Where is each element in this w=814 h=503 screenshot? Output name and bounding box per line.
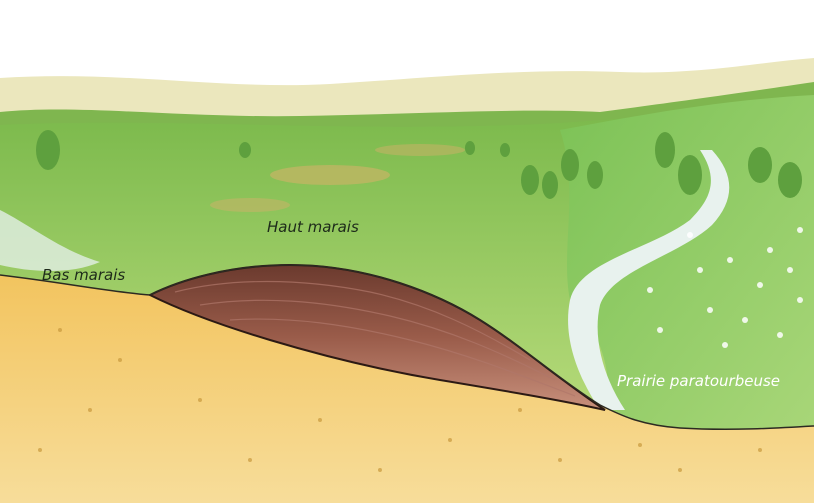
heather-patch [270, 165, 390, 185]
label-prairie-paratourbeuse: Prairie paratourbeuse [617, 374, 780, 389]
heather-patch [210, 198, 290, 212]
label-bas-marais: Bas marais [42, 268, 125, 283]
heather-patch [375, 144, 465, 156]
label-haut-marais: Haut marais [267, 220, 359, 235]
